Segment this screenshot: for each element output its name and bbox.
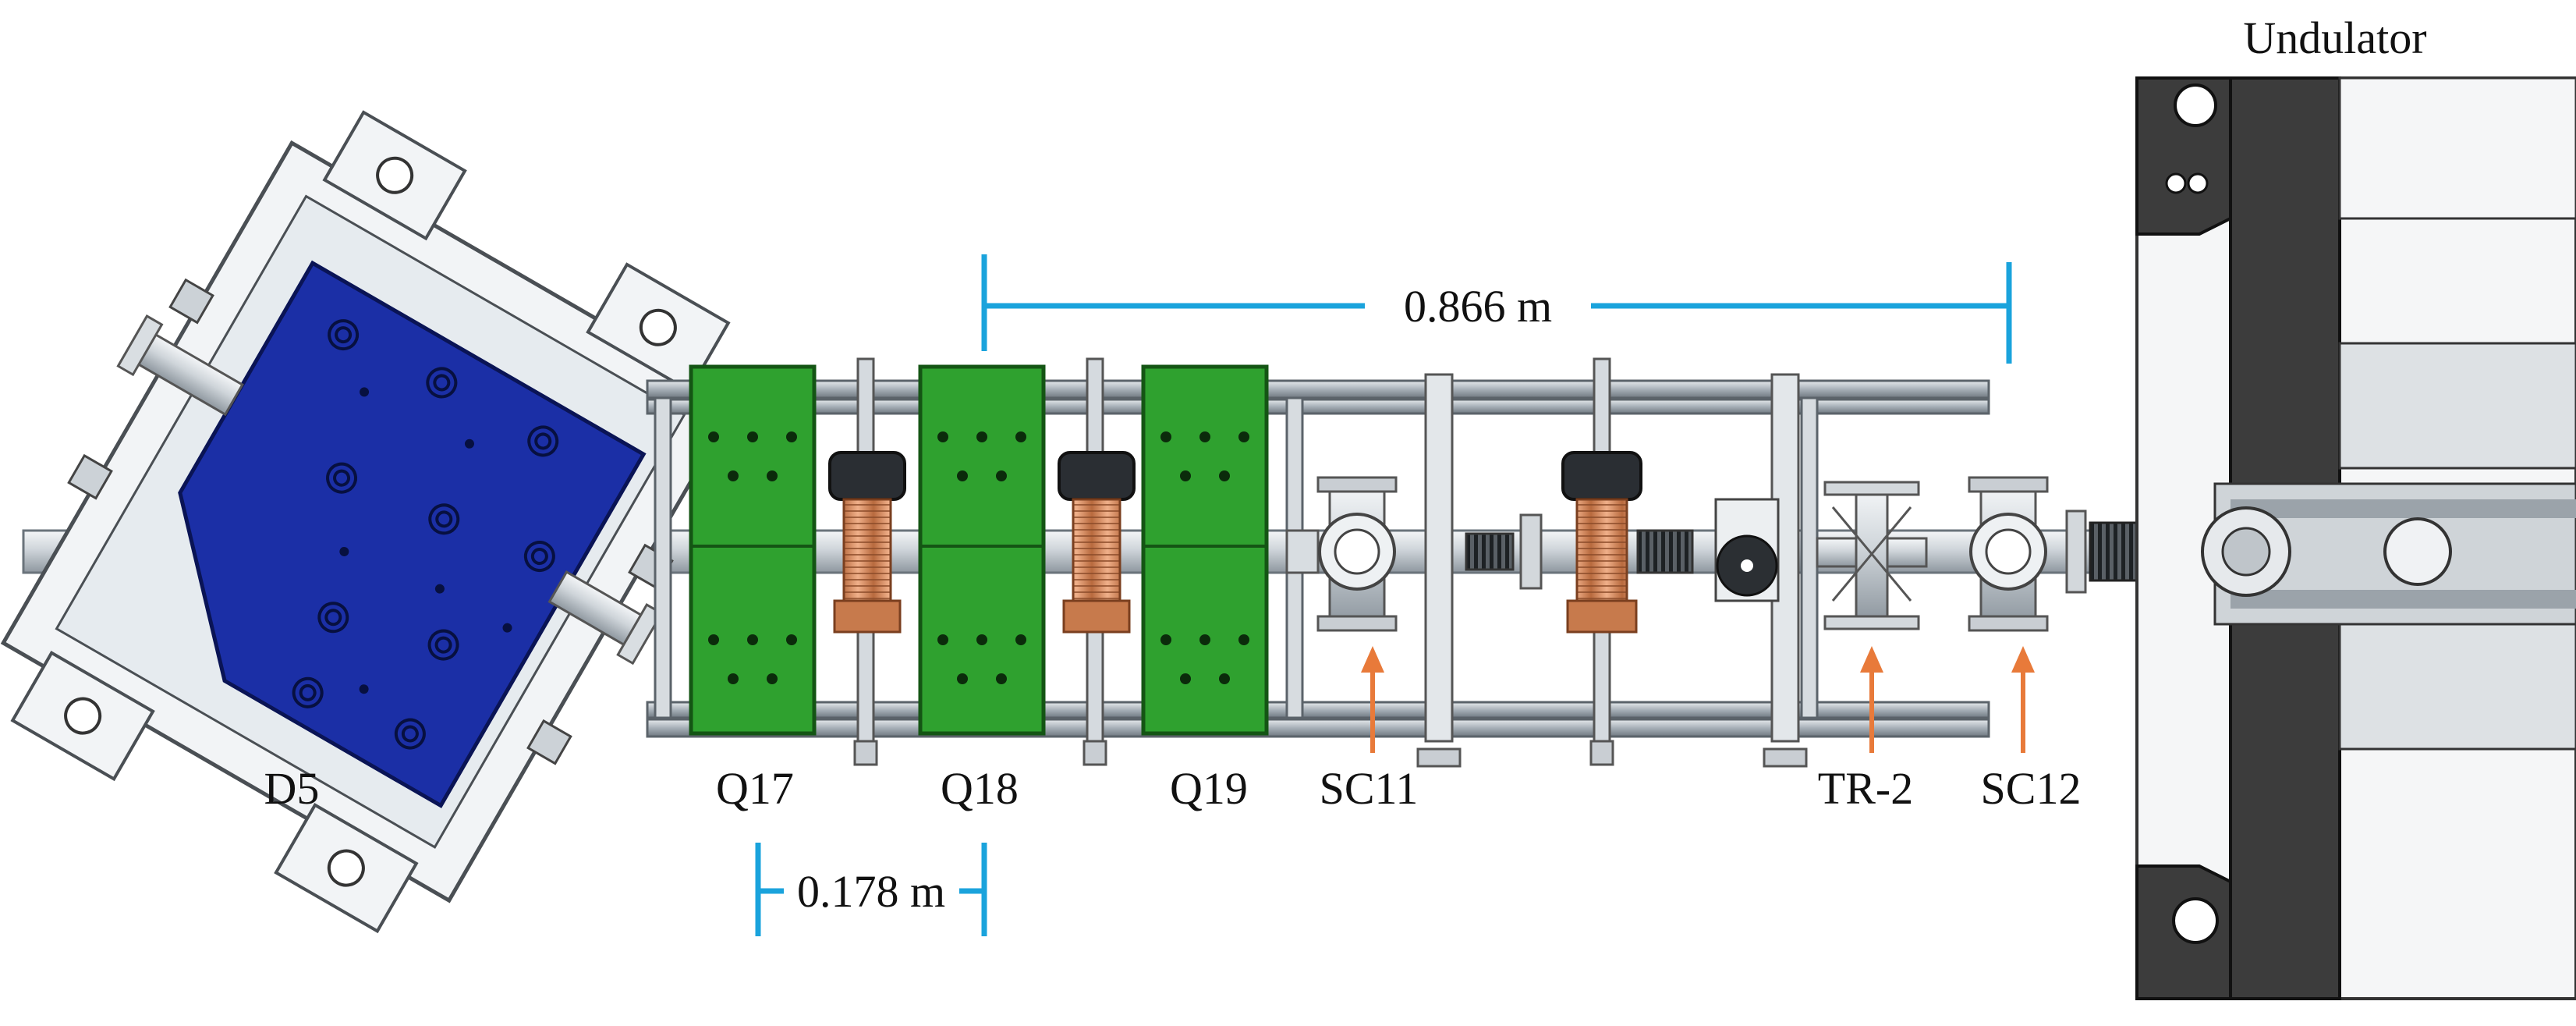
quadrupole-q17	[689, 364, 817, 736]
screen-cross-sc12	[1968, 476, 2049, 632]
dipole-label: D5	[264, 763, 320, 814]
corrector-3	[1561, 357, 1642, 766]
corrector-2	[1058, 357, 1136, 766]
arrow-sc12	[2011, 646, 2035, 753]
undulator	[2135, 76, 2576, 1000]
bellows-2	[1636, 529, 1694, 574]
valve-actuator	[1714, 498, 1780, 602]
quadrupole-q18	[918, 364, 1046, 736]
dimension-long-label: 0.866 m	[1404, 281, 1552, 332]
dimension-0178	[755, 843, 987, 936]
cross-tr2	[1816, 481, 1928, 630]
sc12-label: SC12	[1981, 763, 2082, 814]
corrector-1	[828, 357, 906, 766]
quad-q17-label: Q17	[716, 763, 794, 814]
sc11-label: SC11	[1320, 763, 1419, 814]
arrow-sc11	[1361, 646, 1384, 753]
quadrupole-q19	[1141, 364, 1269, 736]
bellows-1	[1465, 513, 1543, 590]
dipole-d5	[0, 110, 741, 934]
screen-cross-sc11	[1285, 476, 1398, 632]
arrow-tr2	[1860, 646, 1883, 753]
tr2-label: TR-2	[1818, 763, 1913, 814]
dimension-short-label: 0.178 m	[797, 866, 945, 917]
quad-q18-label: Q18	[941, 763, 1019, 814]
stands	[1416, 373, 1808, 768]
dimension-0866	[981, 254, 2012, 364]
undulator-label: Undulator	[2243, 12, 2426, 63]
quad-q19-label: Q19	[1170, 763, 1248, 814]
